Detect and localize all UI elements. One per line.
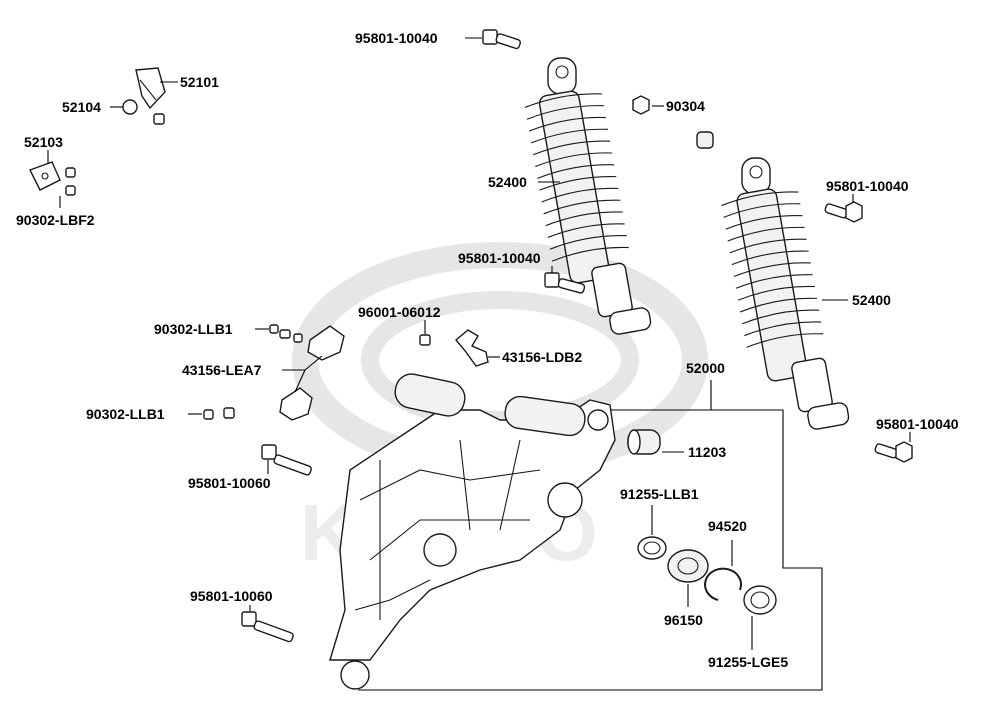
bolt-96001-06012	[419, 334, 431, 346]
label-95801-10040-right: 95801-10040	[826, 178, 909, 194]
label-96150: 96150	[664, 612, 703, 628]
bolt-90302-LLB1-a	[269, 324, 303, 343]
bracket-52101	[135, 67, 166, 110]
plate-52103	[29, 161, 76, 196]
swing-arm-52000	[329, 373, 616, 690]
circlip-94520	[704, 567, 743, 601]
bolt-95801-10060-b	[241, 611, 294, 643]
bolt-95801-10040-top	[482, 29, 521, 50]
bushing-11203	[627, 429, 661, 455]
bearing-96150	[667, 549, 709, 583]
shock-absorber-52400-right	[721, 157, 850, 430]
label-43156-LEA7: 43156-LEA7	[182, 362, 262, 378]
seal-91255-LGE5	[743, 585, 777, 615]
label-95801-10060-a: 95801-10060	[188, 475, 271, 491]
bolt-95801-10060-a	[261, 444, 312, 476]
shock-absorber-52400-left	[524, 57, 652, 335]
bracket-43156-LDB2	[455, 329, 489, 367]
label-52000: 52000	[686, 360, 725, 376]
label-90302-LLB1-a: 90302-LLB1	[154, 321, 233, 337]
bolt-95801-10040-bottom-right	[874, 441, 913, 463]
label-96001-06012: 96001-06012	[358, 304, 441, 320]
label-52101: 52101	[180, 74, 219, 90]
label-43156-LDB2: 43156-LDB2	[502, 349, 583, 365]
label-90302-LLB1-b: 90302-LLB1	[86, 406, 165, 422]
label-95801-10040-bottom-right: 95801-10040	[876, 416, 959, 432]
assembly-52000-bracket	[358, 409, 823, 691]
label-94520: 94520	[708, 518, 747, 534]
label-52400-left: 52400	[488, 174, 527, 190]
seal-91255-LLB1	[637, 536, 667, 560]
bolt-90302-LLB1-b	[203, 407, 235, 420]
label-95801-10040-mid: 95801-10040	[458, 250, 541, 266]
label-95801-10060-b: 95801-10060	[190, 588, 273, 604]
clip-52104	[122, 99, 165, 125]
bolt-95801-10040-right	[824, 201, 863, 223]
label-11203: 11203	[688, 444, 727, 460]
label-91255-LLB1: 91255-LLB1	[620, 486, 699, 502]
nut-90304	[632, 95, 714, 149]
label-52400-right: 52400	[852, 292, 891, 308]
label-52104: 52104	[62, 99, 101, 115]
label-91255-LGE5: 91255-LGE5	[708, 654, 789, 670]
label-95801-10040-top: 95801-10040	[355, 30, 438, 46]
label-90304: 90304	[666, 98, 705, 114]
bracket-43156-LEA7	[279, 325, 345, 421]
label-90302-LBF2: 90302-LBF2	[16, 212, 95, 228]
label-52103: 52103	[24, 134, 63, 150]
